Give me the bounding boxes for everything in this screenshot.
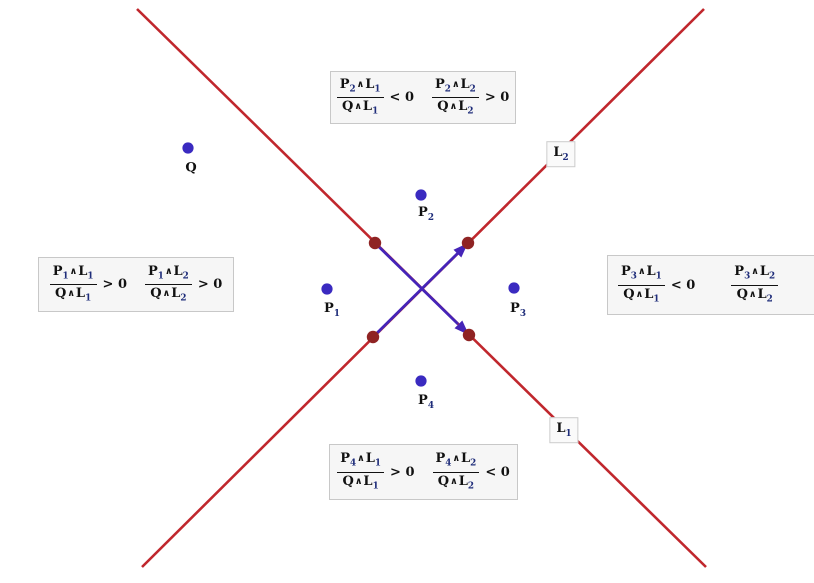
point-dot-q (182, 142, 194, 154)
fraction-numerator: P2∧L1 (336, 77, 384, 98)
fraction-numerator: P2∧L2 (432, 77, 479, 98)
formula-term: P2∧L1 Q∧L1 < 0 (336, 77, 414, 118)
fraction-numerator: P3∧L2 (731, 264, 779, 286)
fraction-denominator: Q∧L1 (342, 99, 379, 117)
formula-term: P1∧L1 Q∧L1 > 0 (49, 264, 127, 305)
formula-box-right: P3∧L1 Q∧L1 < 0 P3∧L2 Q∧L2 (607, 255, 814, 315)
fraction: P3∧L2 Q∧L2 (731, 264, 779, 305)
fraction: P1∧L1 Q∧L1 (49, 264, 97, 305)
fraction: P1∧L2 Q∧L2 (145, 264, 192, 305)
inequality-sign: < 0 (670, 277, 696, 293)
fraction: P3∧L1 Q∧L1 (618, 264, 665, 305)
intersection-dot (462, 328, 476, 342)
point-label-q: Q (185, 160, 197, 176)
inequality-sign: > 0 (197, 277, 223, 292)
inequality-sign: < 0 (485, 464, 510, 480)
point-dot-p1 (321, 283, 333, 295)
fraction-numerator: P3∧L1 (618, 264, 665, 286)
fraction-numerator: P1∧L2 (145, 264, 192, 285)
inequality-sign: > 0 (390, 464, 415, 480)
formula-term: P1∧L2 Q∧L2 > 0 (145, 264, 223, 305)
fraction-denominator: Q∧L1 (55, 286, 92, 304)
formula-box-top: P2∧L1 Q∧L1 < 0 P2∧L2 Q∧L2 > 0 (330, 71, 516, 124)
line-label-l1: L1 (549, 417, 579, 443)
fraction-denominator: Q∧L1 (342, 473, 379, 492)
inequality-sign: > 0 (484, 90, 510, 105)
formula-term: P3∧L2 Q∧L2 (731, 264, 784, 305)
formula-box-bottom: P4∧L1 Q∧L1 > 0 P4∧L2 Q∧L2 < 0 (329, 444, 518, 500)
formula-term: P4∧L2 Q∧L2 < 0 (432, 451, 510, 492)
point-label-p2: P2 (418, 205, 434, 223)
formula-box-left: P1∧L1 Q∧L1 > 0 P1∧L2 Q∧L2 > 0 (38, 257, 234, 312)
fraction: P4∧L2 Q∧L2 (432, 451, 480, 492)
point-dot-p3 (508, 282, 520, 294)
formula-term: P2∧L2 Q∧L2 > 0 (432, 77, 510, 118)
fraction-denominator: Q∧L2 (437, 99, 474, 117)
arrow-up-right-shaft (372, 252, 459, 338)
formula-term: P3∧L1 Q∧L1 < 0 (618, 264, 696, 305)
point-label-p1: P1 (324, 301, 340, 319)
fraction-denominator: Q∧L2 (150, 286, 187, 304)
fraction-numerator: P4∧L2 (432, 451, 480, 473)
intersection-dot (461, 236, 475, 250)
fraction-denominator: Q∧L1 (623, 286, 660, 305)
point-dot-p2 (415, 189, 427, 201)
inequality-sign: > 0 (102, 277, 127, 292)
line-label-l2: L2 (546, 141, 576, 167)
point-label-p4: P4 (418, 393, 434, 411)
point-dot-p4 (415, 375, 427, 387)
fraction: P2∧L2 Q∧L2 (432, 77, 479, 118)
fraction: P4∧L1 Q∧L1 (337, 451, 385, 492)
fraction: P2∧L1 Q∧L1 (336, 77, 384, 118)
point-label-p3: P3 (510, 301, 526, 319)
fraction-denominator: Q∧L2 (736, 286, 773, 305)
intersection-dot (368, 236, 382, 250)
fraction-numerator: P4∧L1 (337, 451, 385, 473)
fraction-denominator: Q∧L2 (437, 473, 475, 492)
intersection-dot (366, 330, 380, 344)
inequality-sign: < 0 (389, 90, 414, 105)
arrow-down-right-shaft (374, 241, 459, 326)
formula-term: P4∧L1 Q∧L1 > 0 (337, 451, 415, 492)
fraction-numerator: P1∧L1 (49, 264, 97, 285)
